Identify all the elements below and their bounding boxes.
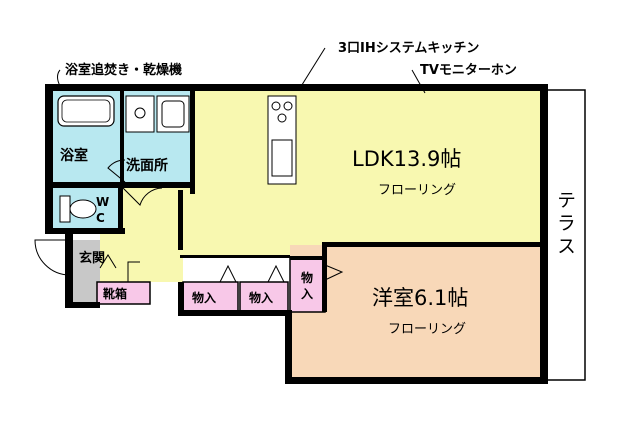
ldk-floor: フローリング bbox=[378, 183, 456, 198]
wc-line1: W bbox=[96, 195, 109, 209]
kitchen-features-label: 3口IHシステムキッチン bbox=[338, 41, 479, 56]
western-room bbox=[290, 245, 545, 380]
closet-3 bbox=[289, 257, 326, 313]
bathtub bbox=[57, 95, 115, 127]
bath-name: 浴室 bbox=[60, 147, 88, 164]
kitchen-counter bbox=[267, 95, 297, 185]
walls bbox=[45, 84, 548, 384]
kitchen-features-leader bbox=[299, 47, 326, 89]
closet-3-line2: 入 bbox=[301, 287, 313, 301]
closet-1 bbox=[182, 281, 239, 313]
toilet bbox=[59, 195, 97, 223]
wash-basin bbox=[125, 95, 155, 133]
ldk-name: LDK13.9帖 bbox=[352, 147, 461, 171]
wc-line2: C bbox=[96, 211, 105, 225]
shoe-box-name: 靴箱 bbox=[103, 286, 127, 301]
shoe-box bbox=[96, 281, 151, 305]
entrance-name: 玄関 bbox=[79, 250, 105, 266]
bath-features-leader bbox=[57, 69, 61, 87]
doors bbox=[34, 159, 344, 283]
entrance bbox=[70, 240, 100, 305]
closet-3-line1: 物 bbox=[301, 270, 313, 285]
intercom-leader bbox=[411, 69, 426, 94]
terrace-label: テラス bbox=[554, 190, 576, 259]
bath-features-label: 浴室追焚き・乾燥機 bbox=[65, 62, 182, 78]
closet-1-name: 物入 bbox=[192, 290, 216, 305]
ldk-room bbox=[183, 90, 545, 258]
western-name: 洋室6.1帖 bbox=[372, 286, 468, 310]
western-floor: フローリング bbox=[388, 322, 466, 337]
terrace-area bbox=[544, 89, 586, 381]
closet-2-name: 物入 bbox=[249, 290, 273, 305]
washroom-name: 洗面所 bbox=[126, 157, 168, 174]
closet-2 bbox=[239, 281, 289, 313]
intercom-label: TVモニターホン bbox=[420, 63, 517, 78]
